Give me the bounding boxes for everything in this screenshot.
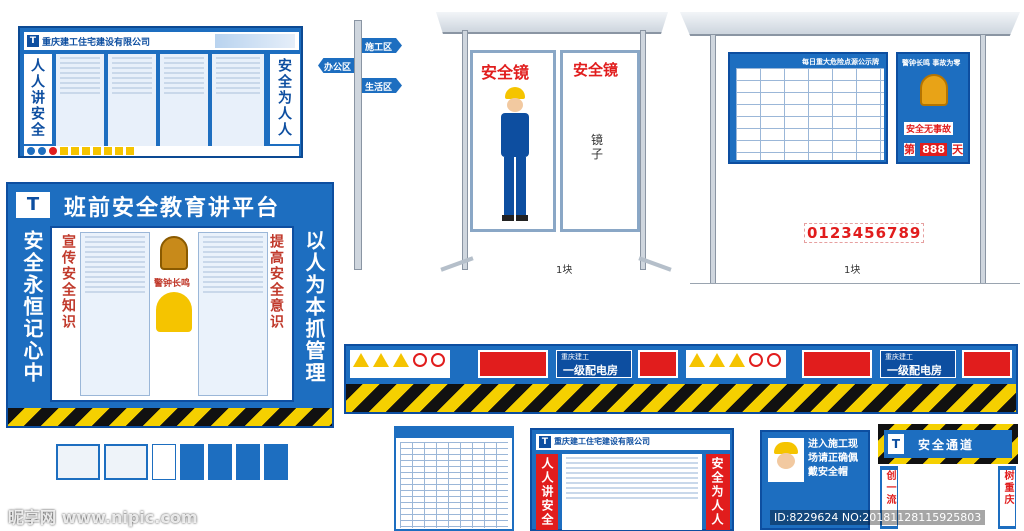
education-platform-board: T 班前安全教育讲平台 安全永恒记心中 宣传安全知识 提高安全意识 警钟长鸣 以…	[6, 182, 334, 428]
electrical-warning-sign	[264, 444, 288, 480]
top-left-safety-board: T 重庆建工住宅建设有限公司 人人讲安全 安全为人人	[18, 26, 303, 158]
mirror-shelter-roof	[436, 12, 668, 34]
power-room-strip: 重庆建工 一级配电房 重庆建工 一级配电房	[344, 344, 1018, 414]
helmet-worker-icon	[768, 438, 804, 482]
left-slogan-panel: 人人讲安全	[24, 54, 52, 144]
notice-columns	[56, 54, 264, 146]
duty-roster-board	[394, 426, 514, 531]
power-room-label: 一级配电房	[887, 364, 942, 377]
warning-sign-icon	[393, 353, 409, 367]
small-label-plate	[56, 444, 100, 480]
electrical-warning-sign	[208, 444, 232, 480]
no-entry-sign-icon	[413, 353, 427, 367]
hazard-notice-board: 每日重大危险点源公示牌	[728, 52, 888, 164]
company-logo-icon: T	[539, 436, 551, 448]
watermark-right: ID:8229624 NO:20181128115925803	[770, 510, 986, 525]
accident-free-day-counter: 888	[920, 143, 948, 156]
direction-sign-office: 办公区	[318, 58, 354, 73]
hazard-shelter-roof	[680, 12, 1020, 36]
platform-center-panel: 宣传安全知识 提高安全意识 警钟长鸣	[50, 226, 294, 402]
warning-sign-icon	[353, 353, 369, 367]
warning-sign-icon	[689, 353, 705, 367]
direction-post	[354, 20, 362, 270]
safety-mirror-figure-panel: 安全镜	[470, 50, 556, 232]
hazard-count: 1块	[844, 265, 861, 276]
worker-portrait-icon	[156, 292, 192, 332]
no-entry-sign-icon	[431, 353, 445, 367]
mirror-panel: 安全镜 镜子	[560, 50, 640, 232]
mirror-count: 1块	[556, 265, 573, 276]
platform-title: 班前安全教育讲平台	[64, 196, 281, 221]
digit-sample: 0123456789	[804, 223, 925, 243]
direction-sign-construction: 施工区	[362, 38, 402, 53]
accident-free-board: 警钟长鸣 事故为零 安全无事故 第 888 天	[896, 52, 970, 164]
warning-sign-strip	[24, 146, 299, 156]
hazard-stripe-band	[346, 384, 1016, 412]
hazard-stripe-base	[8, 408, 332, 426]
small-label-plate	[104, 444, 148, 480]
hazard-table	[736, 68, 884, 160]
worker-figure-icon	[497, 87, 533, 227]
warning-sign-icon	[729, 353, 745, 367]
company-logo-icon: T	[27, 35, 39, 47]
power-room-label: 一级配电房	[563, 364, 618, 377]
company-logo-icon: T	[888, 434, 904, 454]
warning-sign-icon	[709, 353, 725, 367]
mirror-label: 镜子	[591, 133, 604, 161]
no-entry-sign-icon	[749, 353, 763, 367]
electrical-warning-sign	[180, 444, 204, 480]
right-slogan-panel: 安全为人人	[270, 54, 300, 144]
direction-sign-living: 生活区	[362, 78, 402, 93]
bell-icon	[160, 236, 188, 270]
city-skyline-icon	[215, 34, 295, 48]
bell-icon	[920, 74, 948, 106]
company-logo-icon: T	[16, 192, 50, 218]
bottom-safety-board: T 重庆建工住宅建设有限公司 人人讲安全 安全为人人	[530, 428, 734, 531]
helmet-entry-sign: 进入施工现场请正确佩戴安全帽	[760, 430, 870, 530]
safety-gate: T 安全通道 创一流 树重庆	[878, 424, 1018, 531]
watermark-left: 昵享网 www.nipic.com	[8, 508, 198, 527]
gate-title: 安全通道	[918, 438, 975, 452]
warning-sign-icon	[373, 353, 389, 367]
prohibition-sign	[152, 444, 176, 480]
no-entry-sign-icon	[767, 353, 781, 367]
company-name: 重庆建工住宅建设有限公司	[42, 38, 151, 48]
electrical-warning-sign	[236, 444, 260, 480]
